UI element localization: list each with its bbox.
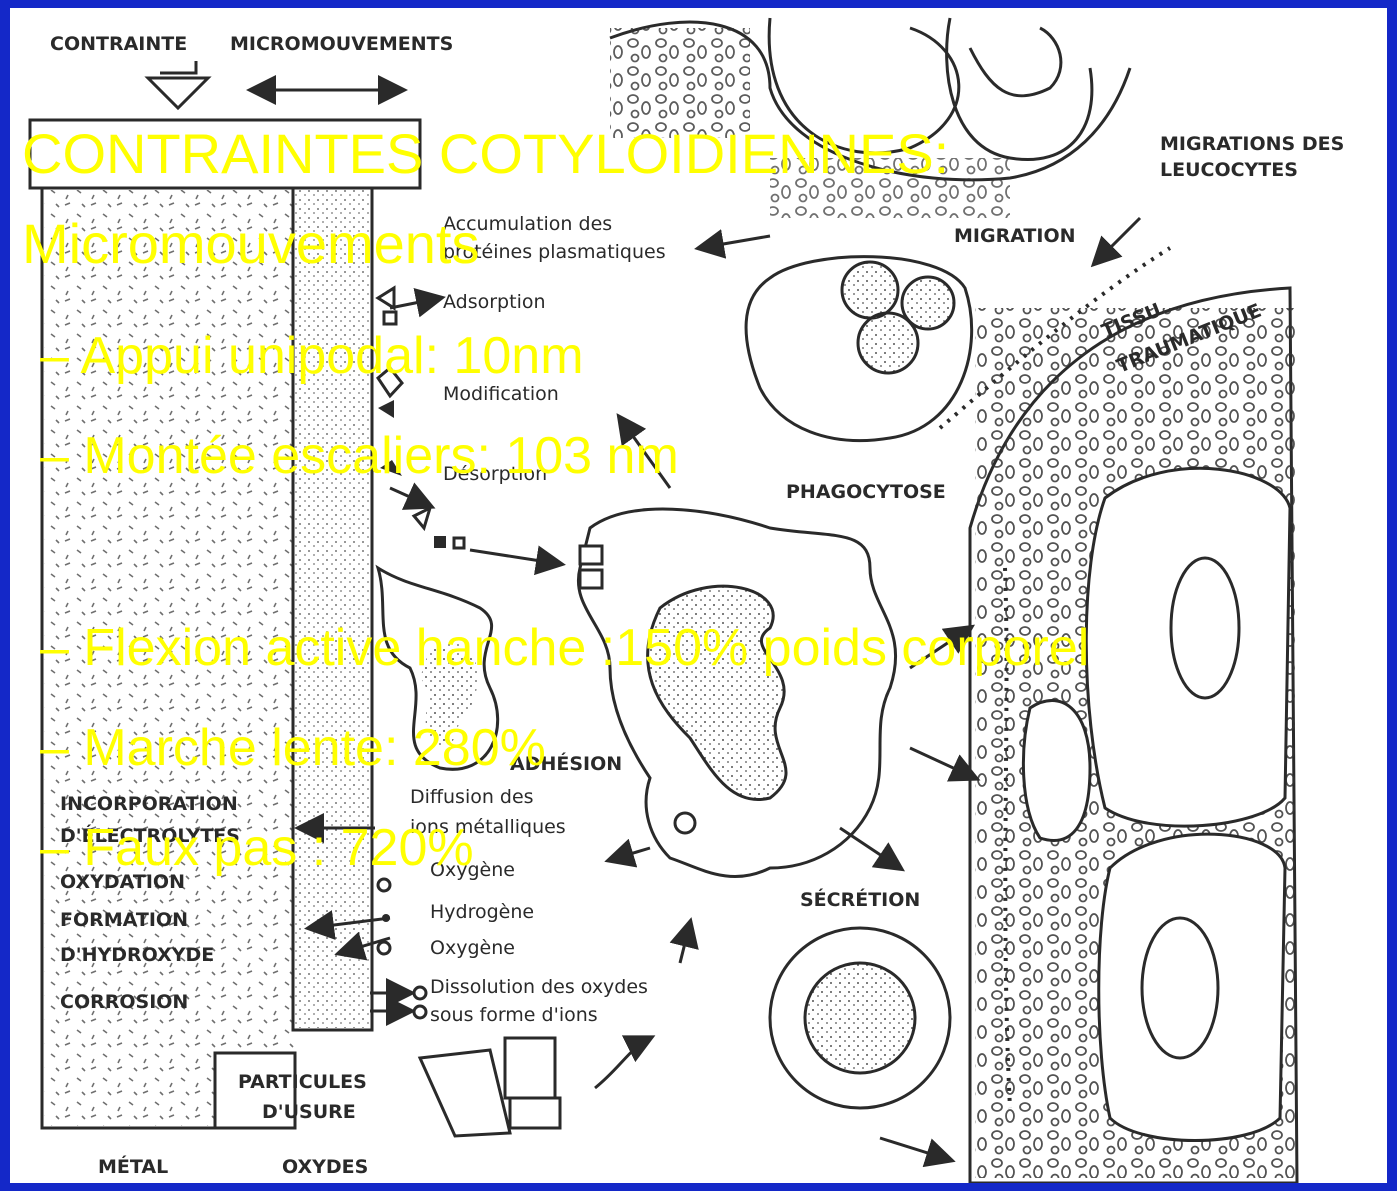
label-oxydes: OXYDES — [282, 1156, 368, 1178]
label-particules-1: PARTICULES — [238, 1071, 367, 1093]
biocompatibility-diagram: CONTRAINTE MICROMOUVEMENTS — [10, 8, 1387, 1183]
label-adhesion: ADHÉSION — [510, 752, 622, 775]
label-diffusion-1: Diffusion des — [410, 786, 534, 808]
label-formation: FORMATION — [60, 909, 188, 931]
slide: CONTRAINTE MICROMOUVEMENTS — [10, 8, 1387, 1183]
label-oxydation: OXYDATION — [60, 871, 185, 893]
label-migration: MIGRATION — [954, 225, 1076, 247]
label-dissolution-1: Dissolution des oxydes — [430, 976, 648, 998]
label-migrations-2: LEUCOCYTES — [1160, 159, 1298, 181]
label-oxygene-1: Oxygène — [430, 859, 515, 881]
label-electrolytes: D'ÉLECTROLYTES — [60, 824, 240, 847]
protein-triangle — [378, 288, 394, 308]
label-metal: MÉTAL — [98, 1155, 168, 1178]
label-hydroxyde: D'HYDROXYDE — [60, 944, 214, 966]
label-desorption: Désorption — [443, 463, 547, 485]
label-accumulation-1: Accumulation des — [443, 213, 612, 235]
implant-top-plate — [30, 120, 420, 188]
label-modification: Modification — [443, 383, 559, 405]
label-accumulation-2: protéines plasmatiques — [443, 241, 666, 263]
label-dissolution-2: sous forme d'ions — [430, 1004, 598, 1026]
label-adsorption: Adsorption — [443, 291, 546, 313]
label-micromouvements: MICROMOUVEMENTS — [230, 33, 453, 55]
label-incorporation: INCORPORATION — [60, 793, 238, 815]
label-phagocytose: PHAGOCYTOSE — [786, 481, 946, 503]
label-corrosion: CORROSION — [60, 991, 188, 1013]
wear-particle — [420, 1050, 510, 1136]
label-secretion: SÉCRÉTION — [800, 888, 920, 911]
label-migrations-1: MIGRATIONS DES — [1160, 133, 1344, 155]
leukocyte-vessel — [769, 18, 959, 153]
label-particules-2: D'USURE — [262, 1101, 356, 1123]
label-contrainte: CONTRAINTE — [50, 33, 187, 55]
label-oxygene-2: Oxygène — [430, 937, 515, 959]
stress-arrow — [148, 61, 208, 108]
label-diffusion-2: ions métalliques — [410, 816, 566, 838]
label-hydrogene: Hydrogène — [430, 901, 534, 923]
